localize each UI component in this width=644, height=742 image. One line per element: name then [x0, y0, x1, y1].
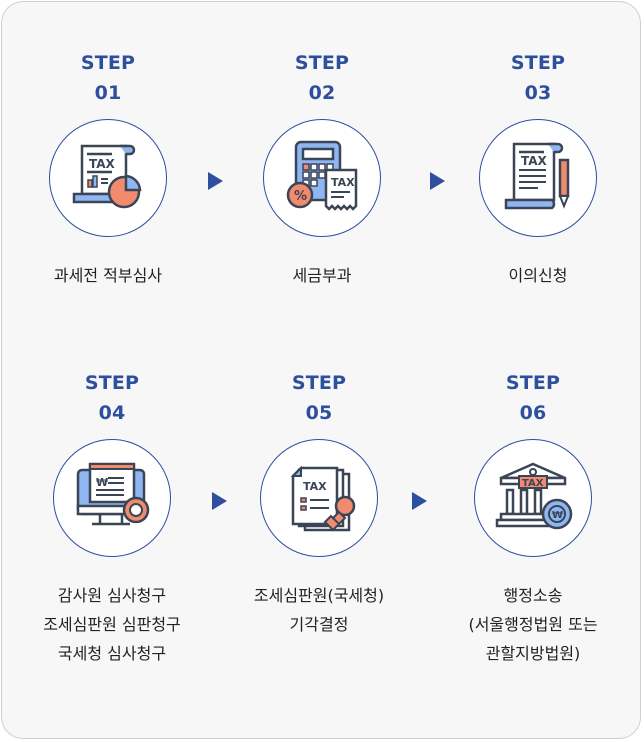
step-03: STEP 03 TAX 이의신청 — [438, 48, 638, 290]
tax-court-building-won-icon: TAX ₩ — [495, 462, 573, 530]
svg-text:₩: ₩ — [96, 476, 108, 489]
svg-text:TAX: TAX — [303, 480, 327, 493]
svg-text:TAX: TAX — [522, 478, 544, 489]
description-line: 조세심판원 심판청구 — [43, 615, 181, 634]
tax-document-pie-chart-icon: TAX — [72, 144, 142, 209]
step-04: STEP 04 ₩ 감사원 심사청구 조세심판원 심판청구 국세청 심사청구 — [12, 368, 212, 668]
description-line: 이의신청 — [508, 266, 568, 285]
step-label: STEP — [294, 52, 350, 74]
step-06: STEP 06 TAX ₩ 행정소송 (서울행정법원 또는 관할지방법원) — [433, 368, 633, 668]
step-02: STEP 02 TAX % 세금부과 — [222, 48, 422, 290]
step-label: STEP — [510, 52, 566, 74]
description-line: 기각결정 — [289, 615, 349, 634]
step-05: STEP 05 TAX 조세심판원(국세청) 기각결정 — [219, 368, 419, 639]
step-description: 이의신청 — [438, 261, 638, 290]
svg-text:TAX: TAX — [521, 154, 548, 168]
description-line: 과세전 적부심사 — [53, 266, 163, 285]
next-arrow — [430, 172, 445, 190]
next-arrow — [208, 172, 223, 190]
tax-documents-stamp-icon: TAX — [290, 465, 356, 532]
step-icon-circle: TAX % — [263, 119, 381, 237]
step-icon-circle: TAX — [260, 439, 378, 557]
step-icon-circle: TAX ₩ — [474, 439, 592, 557]
step-label: STEP — [291, 372, 347, 394]
step-label: STEP — [505, 372, 561, 394]
step-icon-circle: TAX — [49, 119, 167, 237]
description-line: (서울행정법원 또는 — [468, 615, 598, 634]
step-label: STEP — [80, 52, 136, 74]
step-description: 과세전 적부심사 — [8, 261, 208, 290]
next-arrow — [412, 492, 427, 510]
svg-text:TAX: TAX — [89, 157, 116, 171]
tax-document-pen-icon: TAX — [504, 142, 570, 210]
description-line: 행정소송 — [503, 586, 563, 605]
step-number: 06 — [519, 402, 547, 424]
step-number: 03 — [524, 82, 552, 104]
step-number: 05 — [305, 402, 333, 424]
description-line: 세금부과 — [292, 266, 352, 285]
step-icon-circle: TAX — [479, 119, 597, 237]
step-icon-circle: ₩ — [53, 439, 171, 557]
step-number: 01 — [94, 82, 122, 104]
description-line: 관할지방법원) — [485, 644, 581, 663]
step-number: 02 — [308, 82, 336, 104]
step-description: 감사원 심사청구 조세심판원 심판청구 국세청 심사청구 — [12, 581, 212, 668]
monitor-won-refresh-icon: ₩ — [76, 462, 150, 526]
step-01: STEP 01 TAX 과세전 적부심사 — [8, 48, 208, 290]
svg-text:₩: ₩ — [552, 510, 563, 521]
svg-text:TAX: TAX — [331, 176, 355, 189]
step-description: 행정소송 (서울행정법원 또는 관할지방법원) — [433, 581, 633, 668]
calculator-tax-receipt-icon: TAX % — [286, 140, 358, 211]
step-description: 조세심판원(국세청) 기각결정 — [219, 581, 419, 639]
description-line: 감사원 심사청구 — [57, 586, 167, 605]
description-line: 국세청 심사청구 — [57, 644, 167, 663]
description-line: 조세심판원(국세청) — [253, 586, 385, 605]
svg-text:%: % — [294, 189, 307, 204]
step-number: 04 — [98, 402, 126, 424]
step-description: 세금부과 — [222, 261, 422, 290]
next-arrow — [212, 492, 227, 510]
step-label: STEP — [84, 372, 140, 394]
